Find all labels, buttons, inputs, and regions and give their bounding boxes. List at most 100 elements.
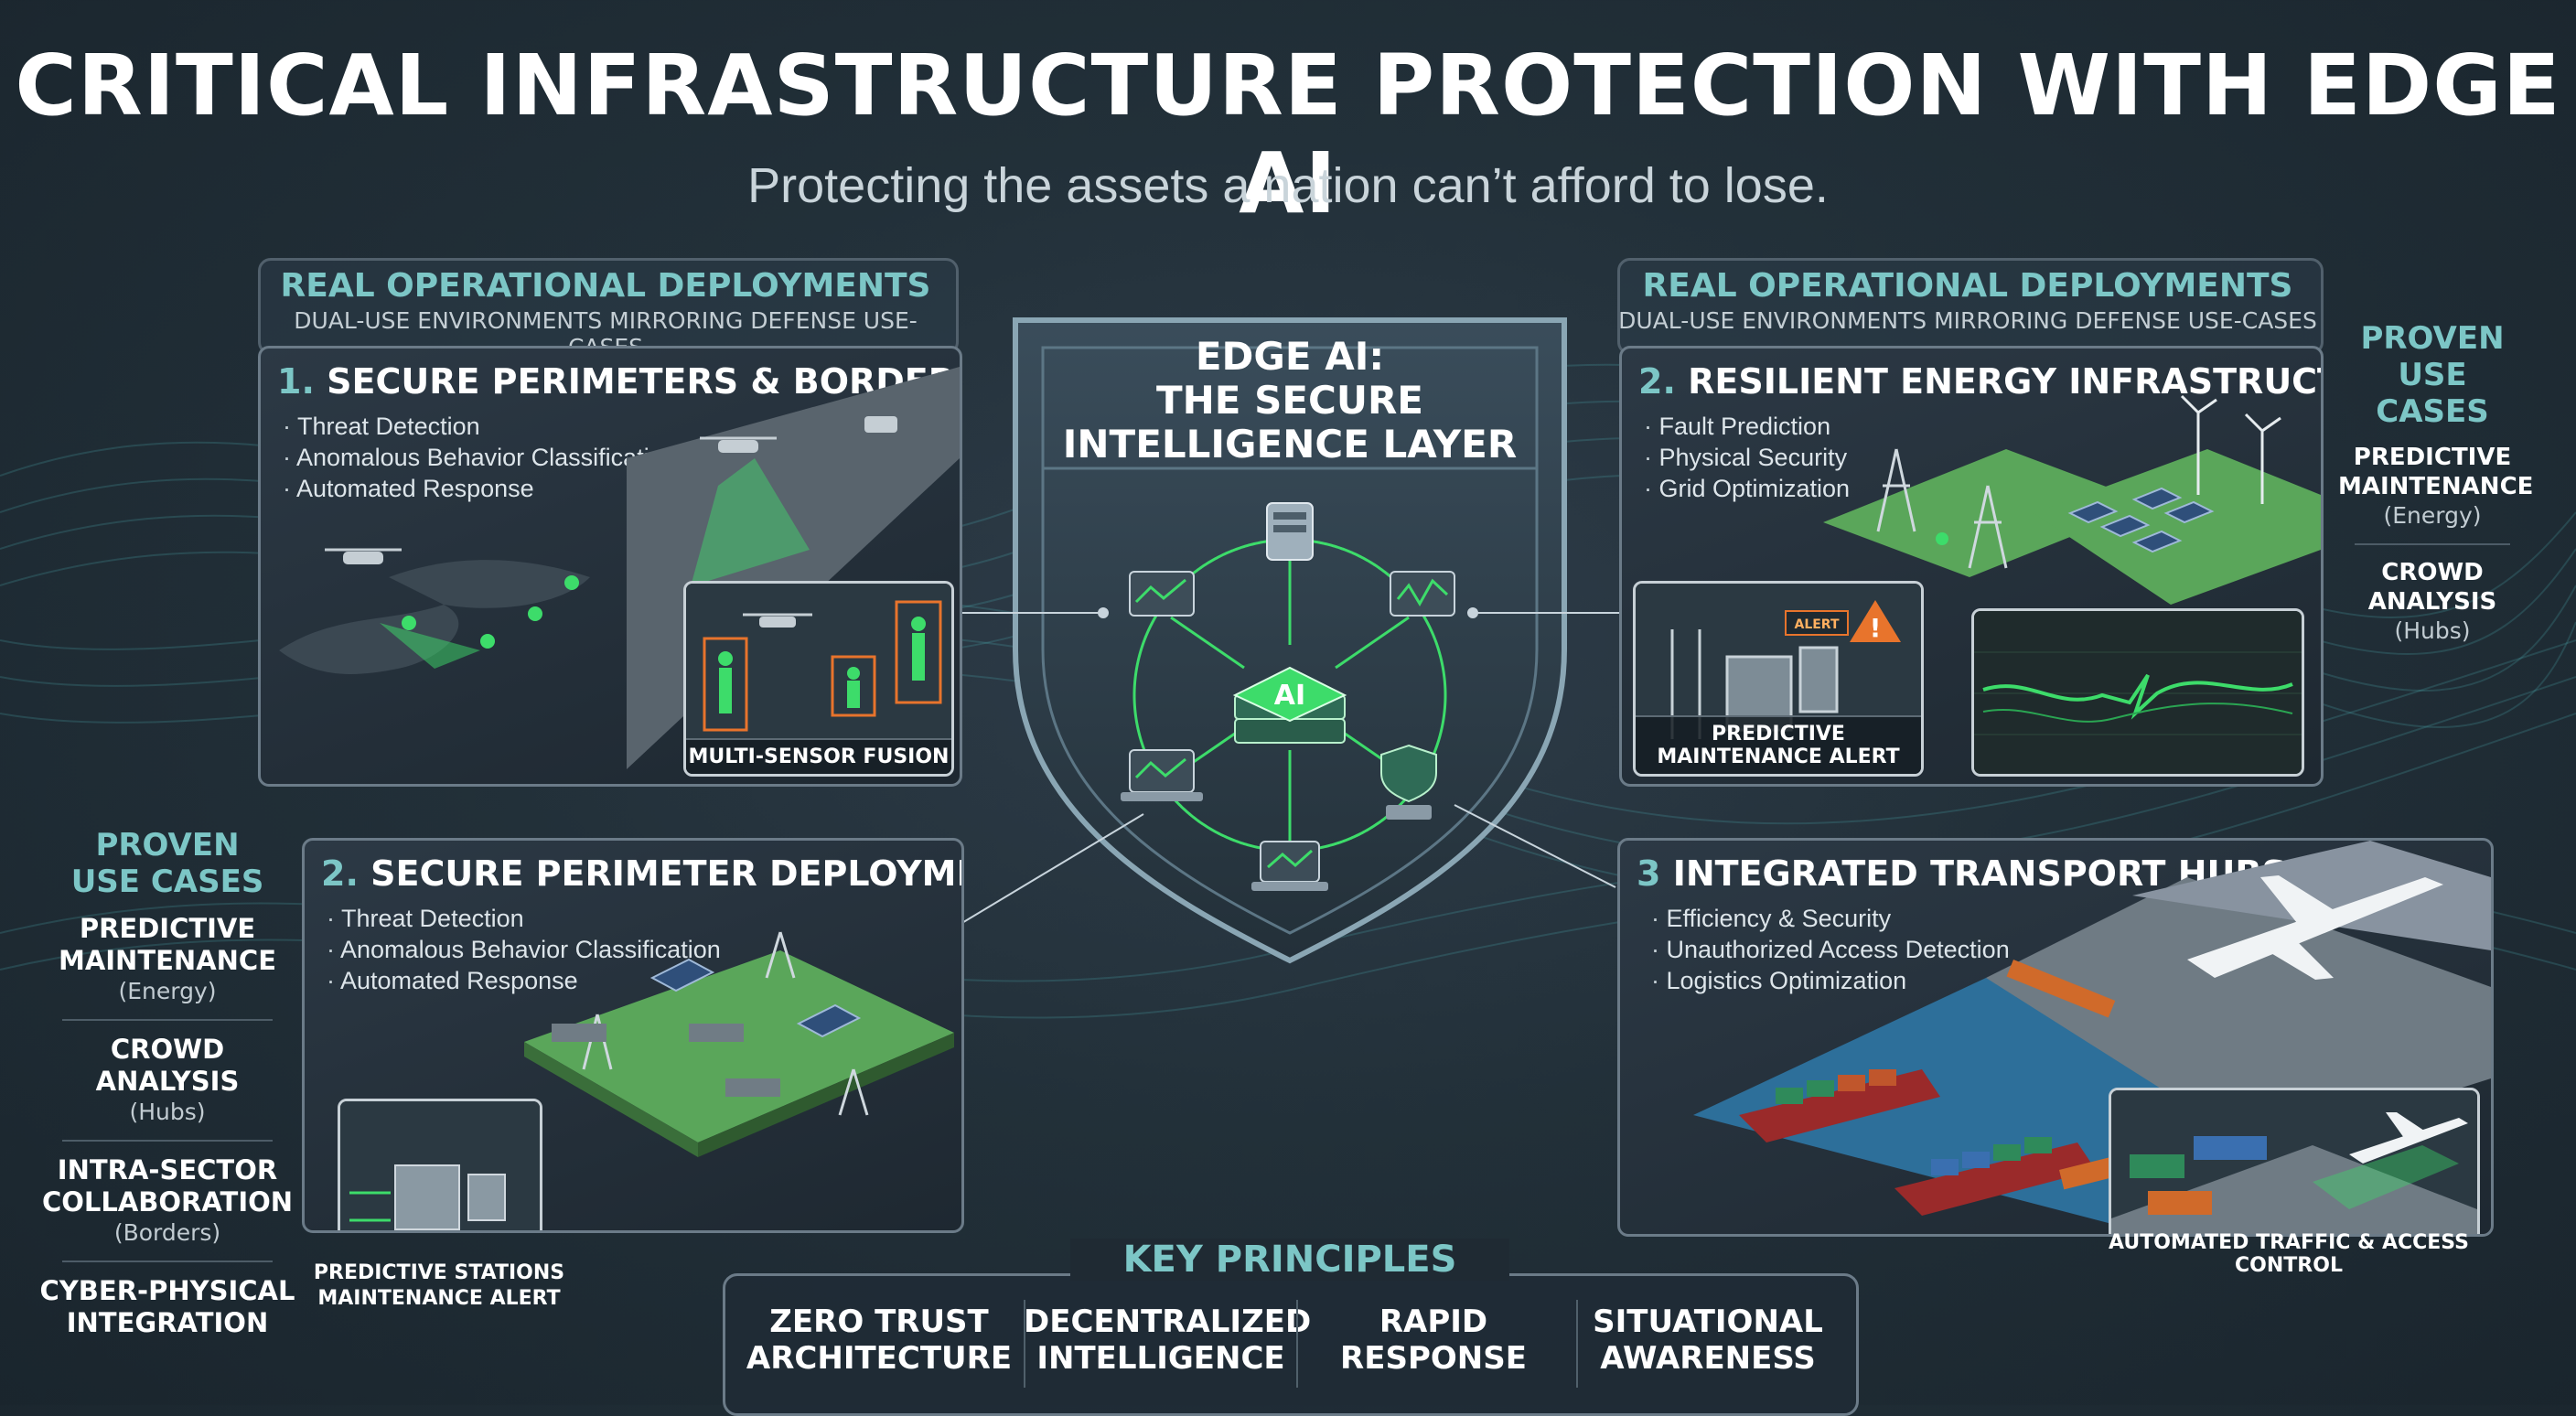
panel-secure-perimeter-deployments: 2. SECURE PERIMETER DEPLOYMENTS Threat D…	[302, 838, 964, 1233]
use-case-line2: MAINTENANCE	[2338, 473, 2534, 500]
divider	[62, 1019, 273, 1021]
bullet-list: Threat Detection Anomalous Behavior Clas…	[327, 903, 721, 996]
panel-title-text: SECURE PERIMETERS & BORDERS	[327, 361, 962, 402]
panel-title: 2. RESILIENT ENERGY INFRASTRUCTURE	[1638, 361, 2321, 402]
monitor-node-icon	[1129, 571, 1195, 617]
bullet-item: Anomalous Behavior Classification	[283, 442, 677, 473]
bullet-item: Unauthorized Access Detection	[1651, 934, 2010, 965]
page-title: CRITICAL INFRASTRUCTURE PROTECTION WITH …	[15, 37, 2561, 232]
page-subtitle: Protecting the assets a nation can’t aff…	[747, 158, 1829, 213]
use-case-line2: INTEGRATION	[66, 1307, 269, 1338]
bullet-list: Threat Detection Anomalous Behavior Clas…	[283, 411, 677, 504]
panel-resilient-energy: 2. RESILIENT ENERGY INFRASTRUCTURE Fault…	[1619, 346, 2324, 787]
principle-line1: RAPID	[1379, 1303, 1488, 1340]
bullet-item: Grid Optimization	[1644, 473, 1851, 504]
shield-title-line3: INTELLIGENCE LAYER	[1062, 422, 1518, 467]
right-proven-use-cases: PROVEN USE CASES PREDICTIVE MAINTENANCE …	[2338, 320, 2534, 646]
shield-title-line1: EDGE AI:	[1195, 334, 1385, 379]
sidebar-heading-line2: USE CASES	[70, 864, 264, 900]
sidebar-heading-line2: USE CASES	[2376, 357, 2489, 430]
camera-icon	[864, 416, 897, 433]
bullet-item: Efficiency & Security	[1651, 903, 2010, 934]
principle-line1: DECENTRALIZED	[1024, 1303, 1312, 1340]
use-case-line1: CYBER-PHYSICAL	[39, 1275, 295, 1306]
use-case-note: (Energy)	[2383, 502, 2482, 529]
right-deployments-subheading: DUAL-USE ENVIRONMENTS MIRRORING DEFENSE …	[1618, 307, 2317, 334]
use-case-line2: COLLABORATION	[41, 1186, 294, 1218]
panel-number: 2.	[1638, 361, 1676, 402]
principle-situational-awareness: SITUATIONAL AWARENESS	[1571, 1303, 1845, 1377]
use-case-item: CROWD ANALYSIS (Hubs)	[2338, 558, 2527, 646]
airplane-icon	[2349, 1112, 2468, 1164]
ai-hub-network: AI	[1121, 502, 1455, 891]
alert-label: ALERT	[1794, 617, 1839, 632]
traffic-scene	[2111, 1090, 2477, 1234]
laptop-node-icon	[1121, 749, 1203, 801]
right-deployments-heading: REAL OPERATIONAL DEPLOYMENTS	[1642, 267, 2293, 305]
use-case-item: PREDICTIVE MAINTENANCE (Energy)	[37, 913, 298, 1006]
principle-decentralized: DECENTRALIZED INTELLIGENCE	[1024, 1303, 1312, 1377]
bullet-item: Physical Security	[1644, 442, 1850, 473]
ai-core-label: AI	[1274, 680, 1305, 712]
key-principles-heading: KEY PRINCIPLES	[1070, 1239, 1509, 1281]
inset-multi-sensor-fusion: MULTI-SENSOR FUSION	[683, 581, 954, 777]
left-deployments-heading: REAL OPERATIONAL DEPLOYMENTS	[280, 267, 931, 305]
use-case-line1: PREDICTIVE	[79, 913, 256, 944]
use-case-item: PREDICTIVE MAINTENANCE (Energy)	[2338, 443, 2534, 531]
inset-grid-signal	[1971, 608, 2304, 777]
sidebar-heading-line1: PROVEN	[95, 827, 240, 864]
panel-title: 1. SECURE PERIMETERS & BORDERS	[277, 361, 962, 402]
inset-caption: MULTI-SENSOR FUSION	[686, 738, 951, 774]
use-case-item: CYBER-PHYSICAL INTEGRATION	[37, 1275, 298, 1339]
bullet-item: Automated Response	[283, 473, 677, 504]
chart-node-icon	[1390, 571, 1455, 617]
panel-title-text: RESILIENT ENERGY INFRASTRUCTURE	[1688, 361, 2321, 402]
use-case-line2: MAINTENANCE	[58, 945, 277, 976]
principle-zero-trust: ZERO TRUST ARCHITECTURE	[742, 1303, 1016, 1377]
use-case-line1: CROWD	[2381, 559, 2484, 586]
use-case-item: CROWD ANALYSIS (Hubs)	[37, 1034, 298, 1127]
divider	[1024, 1300, 1025, 1388]
panel-number: 3	[1637, 853, 1661, 894]
panel-number: 1.	[277, 361, 315, 402]
bullet-item: Threat Detection	[327, 903, 721, 934]
energy-grid-scene	[1823, 394, 2321, 605]
principle-line1: ZERO TRUST	[769, 1303, 989, 1340]
principle-line2: INTELLIGENCE	[1036, 1340, 1285, 1377]
station-caption-line1: PREDICTIVE STATIONS	[313, 1261, 565, 1284]
left-proven-use-cases: PROVEN USE CASES PREDICTIVE MAINTENANCE …	[37, 827, 298, 1339]
right-deployments-frame	[1617, 258, 2324, 355]
principle-line2: AWARENESS	[1600, 1340, 1816, 1377]
principle-rapid-response: RAPID RESPONSE	[1296, 1303, 1571, 1377]
sidebar-heading-line1: PROVEN	[2360, 320, 2505, 357]
panel-title-text: SECURE PERIMETER DEPLOYMENTS	[370, 853, 961, 894]
station-caption-line2: MAINTENANCE ALERT	[317, 1287, 561, 1310]
traffic-caption: AUTOMATED TRAFFIC & ACCESS CONTROL	[2108, 1231, 2469, 1277]
bullet-item: Anomalous Behavior Classification	[327, 934, 721, 965]
principle-line2: ARCHITECTURE	[746, 1340, 1013, 1377]
transport-hub-scene	[1693, 841, 2491, 1234]
inset-caption: PREDICTIVE MAINTENANCE ALERT	[1636, 715, 1921, 774]
use-case-line1: PREDICTIVE	[2353, 444, 2512, 471]
divider	[62, 1260, 273, 1262]
perimeter-deployment-scene	[524, 931, 954, 1157]
shield-title: EDGE AI: THE SECURE INTELLIGENCE LAYER	[1052, 335, 1528, 467]
use-case-item: INTRA-SECTOR COLLABORATION (Borders)	[37, 1154, 298, 1248]
divider	[62, 1140, 273, 1142]
bullet-item: Automated Response	[327, 965, 721, 996]
svg-text:!: !	[1870, 613, 1882, 643]
drone-icon	[325, 548, 402, 564]
terminal-node-icon	[1251, 841, 1328, 891]
panel-number: 2.	[321, 853, 359, 894]
station-scene	[340, 1101, 540, 1230]
drone-icon	[743, 613, 812, 628]
bullet-item: Fault Prediction	[1644, 411, 1850, 442]
inset-automated-traffic	[2109, 1088, 2480, 1234]
bullet-list: Efficiency & Security Unauthorized Acces…	[1651, 903, 2010, 996]
divider	[2355, 543, 2510, 545]
divider	[1296, 1300, 1298, 1388]
principle-line1: SITUATIONAL	[1593, 1303, 1823, 1340]
server-node-icon	[1266, 502, 1314, 561]
use-case-note: (Energy)	[118, 978, 217, 1004]
station-caption: PREDICTIVE STATIONS MAINTENANCE ALERT	[302, 1260, 576, 1312]
